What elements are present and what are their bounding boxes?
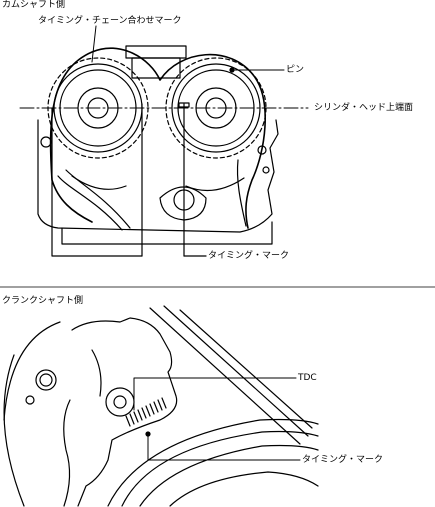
timing-mark-leader — [51, 107, 207, 257]
head-face-label: シリンダ・ヘッド上端面 — [314, 103, 414, 113]
chain-guide-left — [57, 175, 123, 231]
crank-pulley-hub — [105, 387, 135, 417]
pin-label: ピン — [286, 65, 305, 75]
crank-pulley-arc-3 — [139, 444, 319, 507]
front-cover-inner — [63, 399, 71, 507]
camshaft-illustration — [37, 45, 279, 257]
crank-timing-mark-label: タイミング・マーク — [302, 455, 384, 465]
chain-tensioner-bracket — [131, 57, 181, 79]
tdc-leader — [133, 377, 297, 411]
crank-bolt-left — [39, 373, 53, 387]
timing-belt-2 — [163, 305, 309, 437]
crank-bolt-small — [25, 395, 35, 405]
crankshaft-illustration — [3, 305, 319, 507]
chain-tensioner-block — [125, 45, 187, 59]
side-bolt-left — [40, 136, 52, 148]
crank-pulley-arc-1 — [107, 418, 319, 507]
crank-bolt-left-outer — [35, 369, 57, 391]
crank-pulley-arc-4 — [169, 471, 319, 507]
side-bolt-right — [257, 145, 267, 155]
timing-chain — [49, 47, 266, 229]
chain-mark-label: タイミング・チェーン合わせマーク — [38, 16, 182, 26]
front-cover-rib — [91, 349, 102, 397]
timing-belt-1 — [149, 307, 301, 445]
crank-outer-arc-1 — [3, 354, 25, 507]
timing-scale-ticks — [125, 397, 167, 427]
pin-dot — [229, 67, 235, 73]
crank-pulley-center — [113, 395, 127, 409]
timing-belt-3 — [179, 309, 313, 429]
tdc-label: TDC — [298, 373, 317, 383]
crankshaft-side-heading: クランクシャフト側 — [2, 296, 84, 306]
cylinder-head-outline — [37, 119, 279, 233]
lower-gear-arc — [71, 175, 245, 192]
pulley-timing-notch — [145, 431, 151, 437]
timing-mark-notch — [178, 102, 190, 108]
cylinder-head-inner — [61, 221, 273, 245]
cam-timing-mark-label: タイミング・マーク — [208, 251, 290, 261]
lower-boss-outline — [159, 186, 207, 221]
side-bolt-right-2 — [262, 166, 270, 174]
camshaft-side-heading: カムシャフト側 — [2, 0, 66, 10]
chain-guide-left-2 — [65, 169, 131, 229]
crank-timing-mark-leader — [147, 435, 301, 461]
crank-pulley-arc-2 — [121, 430, 319, 507]
front-cover-outline — [71, 317, 178, 507]
chain-guide-right — [236, 159, 247, 227]
crank-outer-arc-2 — [3, 321, 61, 421]
chain-mark-leader — [91, 25, 97, 63]
